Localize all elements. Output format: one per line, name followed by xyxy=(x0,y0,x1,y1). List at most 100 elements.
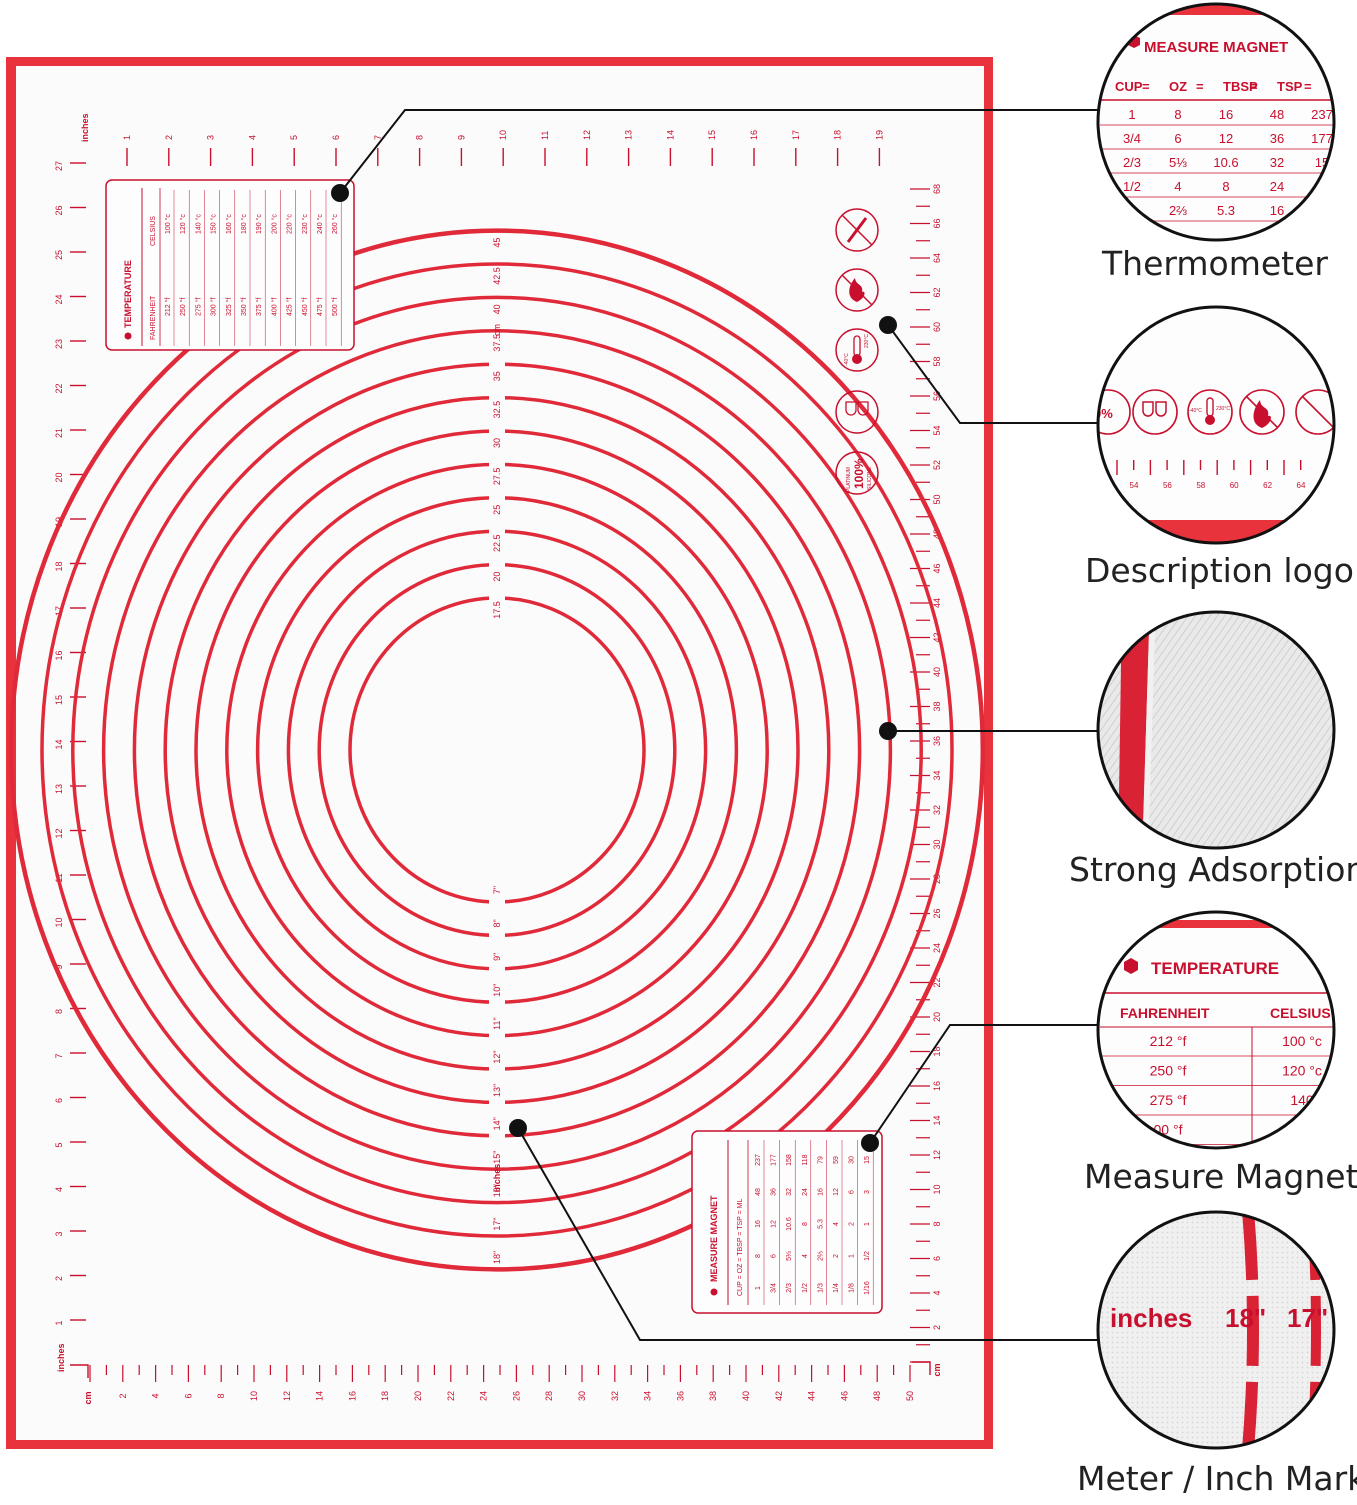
right-tick-label: 66 xyxy=(932,218,942,228)
zoom1-header: = xyxy=(1250,79,1258,94)
temp-card-c: 240 °c xyxy=(316,214,324,234)
temp-card-f: 500 °f xyxy=(331,298,339,316)
circle-inch-label: 7" xyxy=(492,886,502,894)
left-tick-label: 25 xyxy=(54,250,64,260)
left-tick-label: 3 xyxy=(54,1231,64,1236)
zoom1-header: TBSP xyxy=(1223,79,1258,94)
measure-card-cell: 4 xyxy=(833,1222,840,1226)
measure-card-cell: 32 xyxy=(786,1188,793,1196)
top-tick-label: 17 xyxy=(791,130,801,140)
measure-card-cell: 3/4 xyxy=(771,1283,778,1293)
left-tick-label: 5 xyxy=(54,1142,64,1147)
zoom2-temp-low: -40°C xyxy=(1189,408,1202,414)
zoom1-cell: 4 xyxy=(1174,179,1181,194)
zoom1-cell: 48 xyxy=(1270,107,1284,122)
temp-card-f: 475 °f xyxy=(316,298,324,316)
measure-card-cell: 59 xyxy=(833,1156,840,1164)
zoom1-cell: 12 xyxy=(1219,131,1233,146)
measure-card-cell: 5⅓ xyxy=(786,1251,793,1261)
zoom5-inches: inches xyxy=(1110,1303,1192,1333)
circle-cm-label: 45 xyxy=(492,238,502,248)
measure-card-header: CUP = OZ = TBSP = TSP = ML xyxy=(737,1198,744,1296)
circle-inch-label: 10" xyxy=(492,984,502,997)
circle-cm-units: cm xyxy=(492,324,502,336)
bottom-tick-label: 32 xyxy=(610,1391,620,1401)
top-tick-label: 5 xyxy=(289,135,299,140)
zoom2-tick-label: 60 xyxy=(1230,481,1239,490)
silicone-badge-icon xyxy=(835,451,879,495)
top-units-label: inches xyxy=(80,113,90,142)
circle-inch-label: 14" xyxy=(492,1117,502,1130)
zoom1-cell: 5.3 xyxy=(1217,203,1235,218)
top-tick-label: 1 xyxy=(122,135,132,140)
measure-circle xyxy=(40,262,954,1238)
zoom1-header: TSP xyxy=(1277,79,1303,94)
bottom-tick-label: 24 xyxy=(479,1391,489,1401)
right-tick-label: 34 xyxy=(932,770,942,780)
circle-cm-label: 25 xyxy=(492,505,502,515)
measure-card-cell: 36 xyxy=(771,1188,778,1196)
temp-card-c: 140 °c xyxy=(194,214,202,234)
zoom1-cell: 1 xyxy=(1128,107,1135,122)
right-tick-label: 62 xyxy=(932,287,942,297)
mat-edge-red xyxy=(1118,612,1150,848)
circle-inch-label: 8" xyxy=(492,919,502,927)
circle-cm-label: 40 xyxy=(492,304,502,314)
top-tick-label: 13 xyxy=(624,130,634,140)
right-tick-label: 54 xyxy=(932,425,942,435)
knife-blade xyxy=(846,217,868,243)
measure-card-cell: 16 xyxy=(755,1220,762,1228)
right-tick-label: 46 xyxy=(932,563,942,573)
silicone-mesh-texture xyxy=(1098,1212,1334,1448)
measure-card-cell: 1/3 xyxy=(817,1283,824,1293)
measure-card-cell: 79 xyxy=(817,1156,824,1164)
left-tick-label: 23 xyxy=(54,339,64,349)
measure-card-cell: 24 xyxy=(802,1188,809,1196)
zoom1-cell: 24 xyxy=(1270,179,1284,194)
measure-card-frame xyxy=(691,1130,883,1314)
zoom2-tick-label: 64 xyxy=(1297,481,1306,490)
measure-card-cell: 4 xyxy=(802,1254,809,1258)
temp-card-c: 230 °c xyxy=(301,214,309,234)
bottom-units-label: cm xyxy=(83,1391,93,1404)
label-gap-top xyxy=(489,360,505,615)
bottom-tick-label: 18 xyxy=(380,1391,390,1401)
label-description-logo: Description logo xyxy=(1085,551,1354,590)
top-tick-label: 15 xyxy=(707,130,717,140)
top-tick-label: 16 xyxy=(749,130,759,140)
label-gap-bottom xyxy=(489,898,505,1156)
left-tick-label: 13 xyxy=(54,784,64,794)
measure-card-cell: 1/8 xyxy=(849,1283,856,1293)
zoom2-tick-label: 62 xyxy=(1263,481,1272,490)
icon-temp-low: -40°C xyxy=(844,353,850,366)
zoom4-title: TEMPERATURE xyxy=(1151,959,1279,978)
circle-inch-label: 18" xyxy=(492,1251,502,1264)
circle-cm-label: 20 xyxy=(492,572,502,582)
hexagon-icon xyxy=(710,1288,718,1296)
left-tick-label: 14 xyxy=(54,739,64,749)
right-tick-label: 6 xyxy=(932,1256,942,1261)
measure-card-cell: 15 xyxy=(864,1156,871,1164)
label-thermometer: Thermometer xyxy=(1102,244,1328,283)
zoom1-cell: 237 xyxy=(1311,107,1333,122)
zoom5-17: 17" xyxy=(1287,1303,1328,1333)
zoom1-header: OZ xyxy=(1169,79,1187,94)
zoom4-f: 00 °f xyxy=(1154,1122,1183,1138)
hexagon-icon xyxy=(124,332,132,340)
zoom1-cell: 8 xyxy=(1222,179,1229,194)
bottom-tick-label: 30 xyxy=(577,1391,587,1401)
zoom1-header: CUP xyxy=(1115,79,1143,94)
top-tick-label: 3 xyxy=(206,135,216,140)
measure-card-cell: 158 xyxy=(786,1154,793,1166)
right-tick-label: 44 xyxy=(932,598,942,608)
left-tick-label: 26 xyxy=(54,205,64,215)
callout-dot-meter-inch-mark xyxy=(509,1119,527,1137)
zoom1-cell: 6 xyxy=(1174,131,1181,146)
circle-cm-label: 27.5 xyxy=(492,468,502,486)
callout-line-measure-magnet xyxy=(869,1024,1100,1144)
measure-card-cell: 2⅔ xyxy=(817,1251,824,1261)
left-tick-label: 8 xyxy=(54,1009,64,1014)
